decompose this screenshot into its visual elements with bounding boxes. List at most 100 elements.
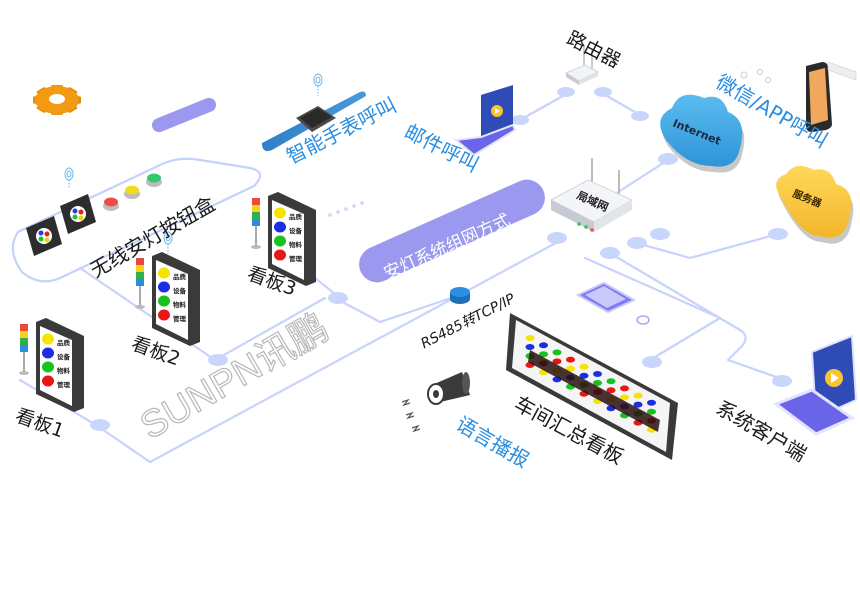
workshop-status-light bbox=[566, 356, 575, 363]
board-item-label: 设备 bbox=[57, 352, 71, 361]
keyboard-icon bbox=[575, 281, 637, 314]
board-item-label: 管理 bbox=[57, 380, 71, 389]
node-dot bbox=[627, 237, 647, 249]
node-dot bbox=[208, 354, 228, 366]
gear-icon bbox=[33, 85, 81, 115]
lan-router-icon bbox=[549, 158, 634, 232]
yellow-button bbox=[124, 185, 140, 199]
workshop-status-light bbox=[539, 342, 548, 349]
node-dot bbox=[594, 87, 612, 97]
node-dot bbox=[631, 111, 649, 121]
board-status-light bbox=[42, 347, 54, 359]
workshop-status-light bbox=[552, 358, 562, 365]
node-dot bbox=[328, 292, 348, 304]
button-device bbox=[26, 216, 62, 256]
internet-cloud-icon bbox=[660, 94, 745, 173]
line-bus2 bbox=[333, 293, 462, 324]
workshop-status-light bbox=[593, 371, 602, 377]
board-item-label: 管理 bbox=[173, 314, 187, 323]
board-status-light bbox=[158, 281, 170, 293]
workshop-status-light bbox=[633, 401, 643, 408]
board-item-label: 物料 bbox=[289, 240, 303, 249]
board-item-label: 管理 bbox=[289, 254, 303, 263]
button-device bbox=[60, 194, 96, 234]
node-dot bbox=[511, 115, 529, 125]
node-dot bbox=[768, 228, 788, 240]
smart-watch-icon bbox=[262, 91, 366, 152]
workshop-status-light bbox=[552, 349, 562, 356]
node-dot bbox=[547, 232, 567, 244]
workshop-board-icon bbox=[506, 313, 678, 460]
board-item-label: 品质 bbox=[57, 338, 71, 347]
green-button bbox=[146, 173, 162, 187]
node-dot bbox=[650, 228, 670, 240]
server-cloud-icon bbox=[776, 165, 854, 244]
board-status-light bbox=[274, 221, 286, 233]
board-item-label: 物料 bbox=[57, 366, 71, 375]
phone-notice bbox=[827, 61, 857, 81]
wifi-icon bbox=[64, 73, 323, 254]
megaphone-icon bbox=[401, 372, 470, 433]
workshop-status-light bbox=[579, 363, 589, 370]
node-dot bbox=[557, 87, 575, 97]
node-dot bbox=[90, 419, 110, 431]
line-lan-client bbox=[606, 250, 787, 382]
board-status-light bbox=[42, 333, 54, 345]
button-box-outline bbox=[11, 157, 262, 283]
node-dot bbox=[642, 356, 662, 368]
line-lan-internet bbox=[610, 158, 670, 198]
client-laptop-icon bbox=[772, 334, 858, 436]
board-status-light bbox=[274, 249, 286, 261]
workshop-status-light bbox=[539, 351, 548, 358]
phone-icon bbox=[740, 61, 857, 132]
workshop-status-light bbox=[647, 399, 656, 406]
board-status-light bbox=[274, 207, 286, 219]
line-laptop-router bbox=[518, 90, 572, 122]
board-status-light bbox=[42, 361, 54, 373]
workshop-status-light bbox=[566, 365, 575, 372]
workshop-status-light bbox=[525, 344, 535, 350]
title-pill bbox=[359, 179, 545, 283]
decor-pill bbox=[151, 97, 217, 133]
email-laptop-icon bbox=[453, 85, 517, 157]
workshop-status-light bbox=[593, 380, 602, 386]
workshop-status-light bbox=[579, 372, 589, 379]
board-status-light bbox=[158, 309, 170, 321]
board-item-label: 设备 bbox=[289, 226, 303, 235]
board-status-light bbox=[274, 235, 286, 247]
workshop-status-light bbox=[525, 335, 535, 341]
board-item-label: 物料 bbox=[173, 300, 187, 309]
stack-light-icon bbox=[19, 324, 29, 375]
workshop-status-light bbox=[647, 408, 656, 415]
node-dot bbox=[600, 247, 620, 259]
router-icon bbox=[564, 45, 600, 85]
board-item-label: 设备 bbox=[173, 286, 187, 295]
workshop-status-light bbox=[606, 387, 616, 394]
line-lan-server bbox=[631, 232, 780, 260]
dotted-continuation bbox=[328, 201, 364, 217]
node-dot bbox=[658, 153, 678, 165]
board-item-label: 品质 bbox=[289, 212, 303, 221]
stack-light-icon bbox=[251, 198, 261, 249]
board-status-light bbox=[42, 375, 54, 387]
connection-nodes bbox=[90, 87, 792, 431]
line-lan-board bbox=[583, 256, 722, 362]
wireless-button-box bbox=[26, 73, 323, 256]
board-status-light bbox=[158, 267, 170, 279]
board-status-light bbox=[158, 295, 170, 307]
line-main-bus bbox=[94, 236, 567, 464]
stack-light-icon bbox=[135, 258, 145, 309]
workshop-status-light bbox=[620, 385, 629, 392]
board-item-label: 品质 bbox=[173, 272, 187, 281]
workshop-status-light bbox=[620, 394, 629, 401]
workshop-status-light bbox=[633, 392, 643, 399]
converter-icon bbox=[450, 287, 470, 304]
red-button bbox=[103, 197, 119, 211]
node-dot bbox=[772, 375, 792, 387]
mouse-icon bbox=[636, 315, 650, 325]
